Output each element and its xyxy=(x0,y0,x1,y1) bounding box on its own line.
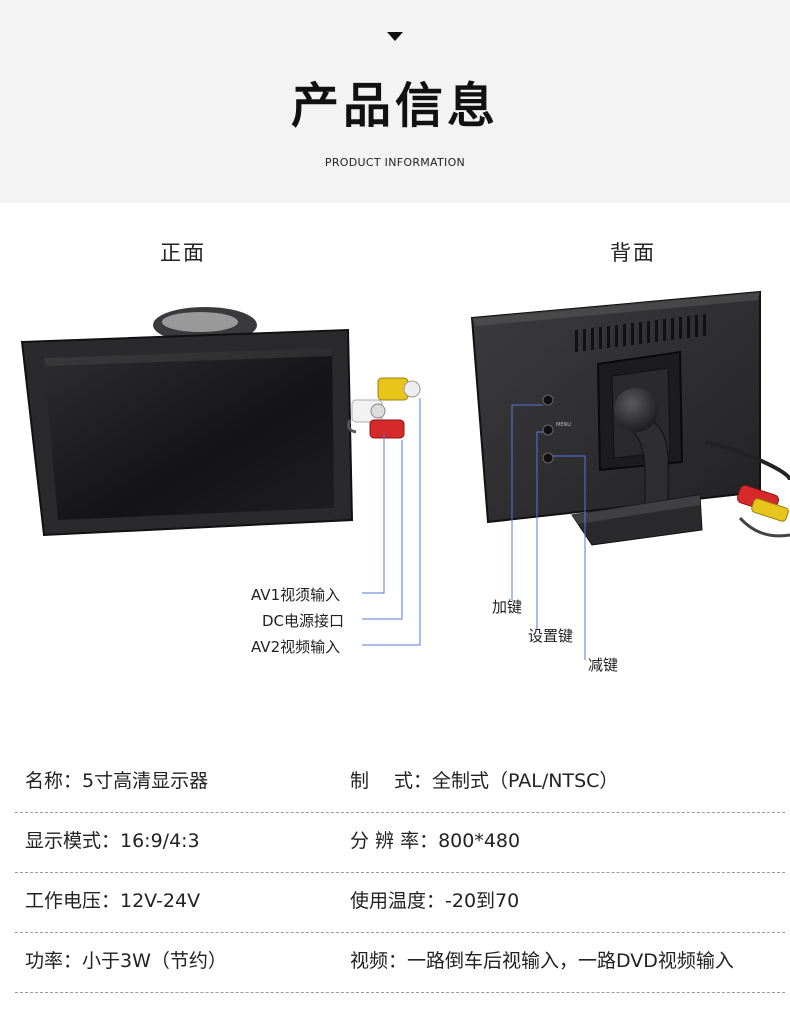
spec-temperature: 使用温度：-20到70 xyxy=(350,890,520,912)
rca-connectors-icon xyxy=(347,377,421,439)
callout-menu-key: 设置键 xyxy=(528,627,574,645)
front-monitor xyxy=(20,307,421,646)
spec-row: 功率：小于3W（节约） 视频：一路倒车后视输入，一路DVD视频输入 xyxy=(15,932,785,993)
spec-video: 视频：一路倒车后视输入，一路DVD视频输入 xyxy=(350,950,734,972)
callout-dc-power: DC电源接口 xyxy=(262,612,345,630)
spec-row: 名称：5寸高清显示器 制 式：全制式（PAL/NTSC） xyxy=(15,752,785,813)
front-screen xyxy=(44,348,334,520)
spec-format: 制 式：全制式（PAL/NTSC） xyxy=(350,770,619,792)
callout-av2-input: AV2视频输入 xyxy=(251,638,341,656)
menu-button-icon xyxy=(542,424,554,436)
power-cable xyxy=(704,440,790,481)
rear-rca-connectors-icon xyxy=(736,485,790,538)
back-view-label: 背面 xyxy=(610,241,656,265)
product-illustration: MENU xyxy=(20,290,790,660)
front-view-label: 正面 xyxy=(160,241,206,265)
plus-button-icon xyxy=(542,394,554,406)
section-subtitle: PRODUCT INFORMATION xyxy=(324,156,466,169)
callout-plus-key: 加键 xyxy=(492,598,523,616)
menu-button-text: MENU xyxy=(556,422,571,428)
spec-name: 名称：5寸高清显示器 xyxy=(25,770,209,792)
back-monitor: MENU xyxy=(470,290,790,660)
callout-av1-input: AV1视须输入 xyxy=(251,586,341,604)
spec-row: 显示模式：16:9/4:3 分 辨 率：800*480 xyxy=(15,812,785,873)
section-title: 产品信息 xyxy=(290,78,499,134)
vent-grille xyxy=(575,314,706,352)
spec-resolution: 分 辨 率：800*480 xyxy=(350,830,521,852)
spec-voltage: 工作电压：12V-24V xyxy=(25,890,201,912)
minus-button-icon xyxy=(542,452,554,464)
spec-power: 功率：小于3W（节约） xyxy=(25,950,227,972)
callout-minus-key: 减键 xyxy=(588,656,619,674)
spec-row: 工作电压：12V-24V 使用温度：-20到70 xyxy=(15,872,785,933)
ball-joint-icon xyxy=(614,388,658,432)
spec-display-mode: 显示模式：16:9/4:3 xyxy=(25,830,200,852)
header-banner: 产品信息 PRODUCT INFORMATION xyxy=(0,0,790,203)
down-arrow-icon xyxy=(387,32,403,41)
